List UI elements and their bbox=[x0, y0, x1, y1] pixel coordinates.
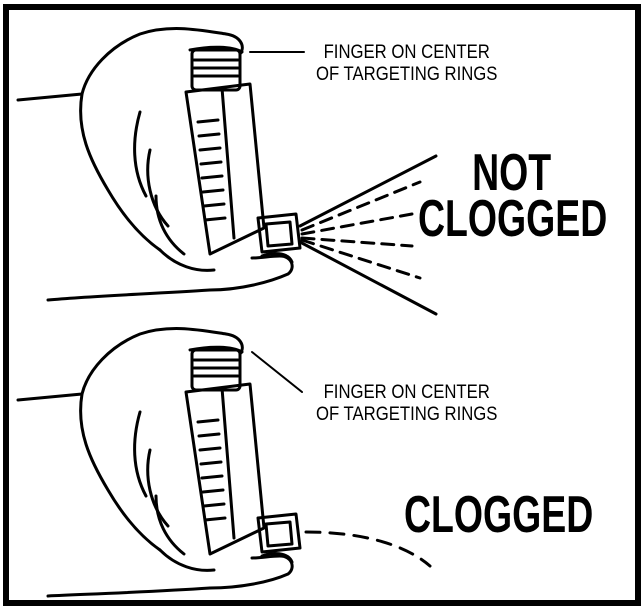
callout-top-line1: FINGER ON CENTER bbox=[316, 42, 497, 64]
status-top-line2: CLOGGED bbox=[418, 196, 605, 242]
top-hand-inhaler bbox=[18, 29, 304, 300]
callout-top-line2: OF TARGETING RINGS bbox=[316, 64, 497, 86]
full-spray-lines bbox=[300, 156, 436, 314]
callout-bottom-line2: OF TARGETING RINGS bbox=[316, 404, 497, 426]
status-bottom-line1: CLOGGED bbox=[404, 492, 593, 538]
callout-top: FINGER ON CENTER OF TARGETING RINGS bbox=[316, 42, 497, 86]
callout-bottom-line1: FINGER ON CENTER bbox=[316, 382, 497, 404]
status-clogged: CLOGGED bbox=[404, 492, 593, 538]
status-not-clogged: NOT CLOGGED bbox=[418, 150, 605, 242]
bottom-hand-inhaler bbox=[18, 329, 302, 596]
callout-bottom: FINGER ON CENTER OF TARGETING RINGS bbox=[316, 382, 497, 426]
